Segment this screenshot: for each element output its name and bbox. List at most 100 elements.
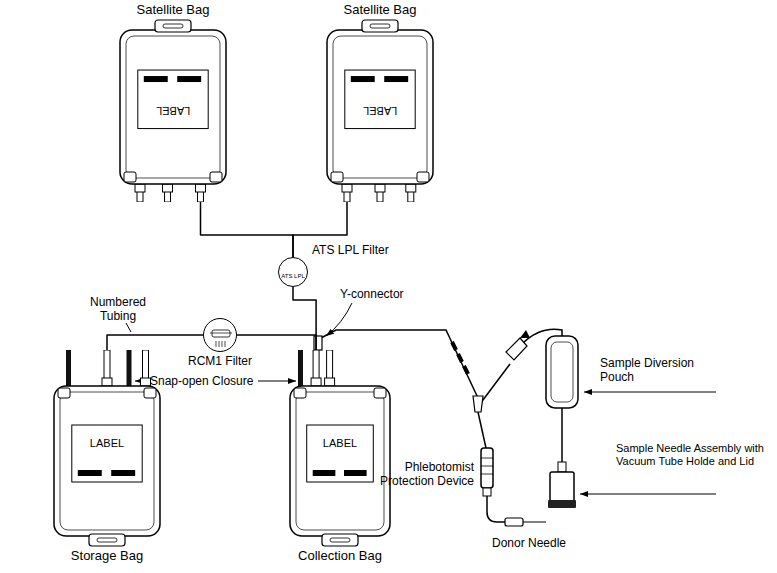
hanger-slot (163, 24, 183, 28)
clamp-tab (520, 330, 530, 338)
corner-tab (210, 172, 222, 182)
bag-name: Storage Bag (52, 548, 162, 564)
filter-circle: ATS LPL (278, 257, 308, 287)
bag-seal (296, 392, 384, 530)
hanger-tab (89, 534, 125, 546)
port-fitting (163, 184, 173, 192)
filter-disc: ATS LPLATS LPL Filter (278, 257, 308, 287)
tubing-connector (201, 202, 294, 257)
corner-tab (417, 172, 429, 182)
barcode (313, 470, 336, 476)
port-fitting (406, 184, 416, 192)
filter-cartridge (212, 330, 230, 337)
label-area (345, 70, 415, 129)
filter-circle (203, 318, 237, 352)
bag-seal (60, 392, 154, 530)
tubing-connector (293, 287, 316, 350)
snap-open-closure (298, 350, 303, 386)
protection-device (481, 448, 493, 488)
part-label: Phlebotomist Protection Device (366, 460, 474, 488)
label-area (72, 425, 142, 482)
port-fitting (342, 184, 352, 192)
bag-seal (333, 36, 427, 178)
part-label: Numbered Tubing (88, 295, 148, 323)
bag-name: Collection Bag (288, 548, 392, 564)
drawing-part (487, 496, 505, 522)
label-box: LABEL (307, 425, 374, 482)
label-text: LABEL (323, 437, 357, 450)
diversion-pouch (546, 336, 578, 408)
y-connector-part (314, 336, 322, 350)
port-fitting (196, 184, 206, 192)
bag-body (290, 386, 390, 536)
label-box: LABEL (138, 70, 208, 129)
barcode (177, 76, 201, 82)
drawing-part (580, 494, 716, 495)
filter-disc: RCM1 Filter (203, 318, 237, 352)
drawing-part (126, 323, 131, 332)
bag-name: Satellite Bag (325, 2, 435, 18)
corner-tab (294, 388, 306, 398)
hanger-slot (330, 538, 350, 542)
hanger-tab (362, 20, 398, 32)
pouch-seal (551, 342, 573, 402)
hanger-slot (97, 538, 117, 542)
drawing-part (478, 412, 486, 448)
device-ribs (481, 458, 493, 474)
port-fitting (102, 378, 112, 386)
hanger-slot (370, 24, 390, 28)
tubing-marks (452, 342, 468, 374)
filter-lines (210, 333, 232, 347)
barcode (144, 76, 168, 82)
donor-needle-shaft (523, 522, 546, 523)
device-end (483, 488, 491, 496)
drawing-part (561, 408, 563, 462)
part-label: Sample Diversion Pouch (600, 356, 710, 384)
y-piece (473, 396, 483, 412)
bag-outline: LABEL (288, 350, 392, 548)
blood-bag: LABEL Storage Bag (52, 350, 162, 564)
drawing-part (584, 392, 716, 393)
barcode (111, 470, 135, 476)
bag-seal (126, 36, 220, 178)
filter-name: ATS LPL Filter (312, 243, 389, 257)
port-fitting (135, 184, 145, 192)
label-text: LABEL (363, 104, 397, 117)
bag-outline: LABEL (325, 18, 435, 202)
hanger-tab (322, 534, 358, 546)
part-label: Snap-open Closure (150, 374, 253, 388)
bag-outline: LABEL (118, 18, 228, 202)
label-box: LABEL (72, 425, 142, 482)
bag-body (54, 386, 160, 536)
part-label: Sample Needle Assembly with Vacuum Tube … (616, 442, 771, 468)
corner-tab (374, 388, 386, 398)
needle-hub (505, 518, 523, 526)
sample-needle-cap (558, 462, 566, 472)
drawing-part (326, 303, 352, 336)
snap-open-closure (66, 350, 71, 386)
port-fitting (325, 378, 335, 386)
label-area (138, 70, 208, 129)
bag-body (120, 30, 226, 184)
filter-detail (204, 319, 238, 353)
snap-open-closure (127, 350, 132, 386)
filter-marking: ATS LPL (281, 273, 305, 280)
label-text: LABEL (90, 437, 124, 450)
label-area (307, 425, 374, 482)
drawing-part (258, 381, 296, 382)
bag-name: Satellite Bag (118, 2, 228, 18)
port-fitting (311, 378, 321, 386)
barcode (78, 470, 102, 476)
blood-bag: Satellite BagLABEL (118, 2, 228, 202)
part-label: Donor Needle (492, 536, 566, 550)
blood-bag: Satellite BagLABEL (325, 2, 435, 202)
port-fitting (141, 378, 151, 386)
bag-body (327, 30, 433, 184)
corner-tab (331, 172, 343, 182)
barcode (344, 470, 367, 476)
blood-bag: LABEL Collection Bag (288, 350, 392, 564)
corner-tab (58, 388, 70, 398)
vacuum-tube-holder (550, 472, 574, 504)
holder-lid (548, 500, 576, 508)
filter-name: RCM1 Filter (188, 354, 252, 368)
